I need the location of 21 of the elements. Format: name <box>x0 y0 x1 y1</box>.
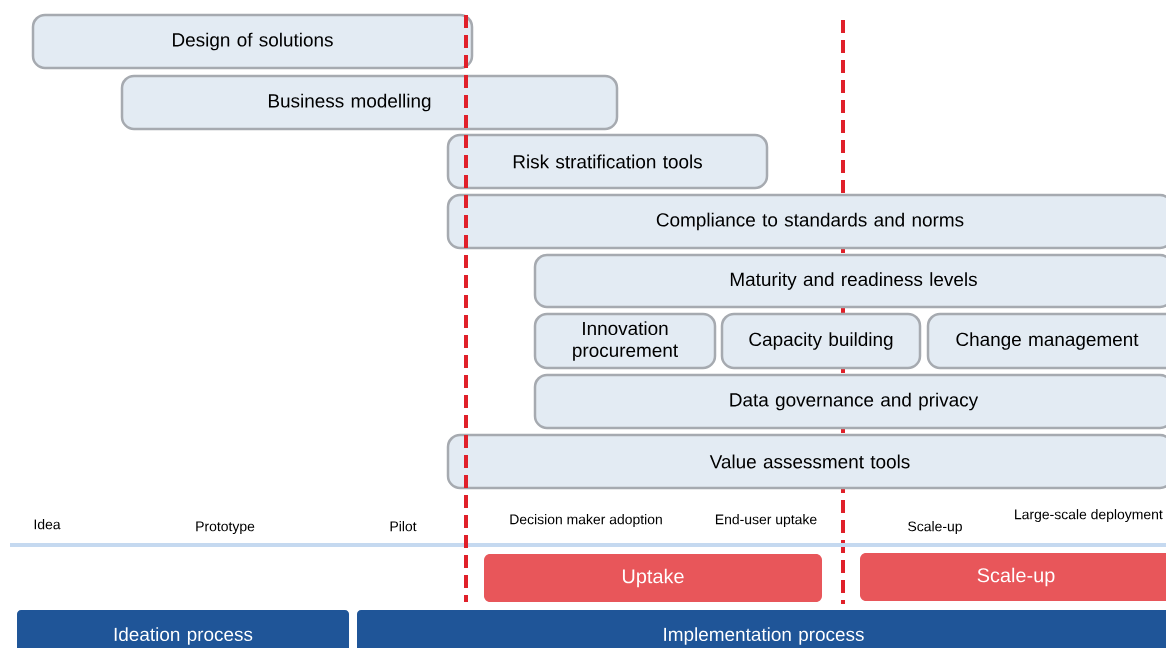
process-bar: Ideation process <box>17 610 349 648</box>
stage-label: Decision maker adoption <box>510 514 662 528</box>
stage-label: Large-scale deployment <box>1015 509 1163 523</box>
process-bar: Implementation process <box>357 610 1166 648</box>
rounded-box: Value assessment tools <box>446 433 1166 490</box>
rounded-box: Risk stratification tools <box>446 133 769 190</box>
rounded-box: Data governance and privacy <box>533 373 1166 430</box>
rounded-box: Maturity and readiness levels <box>533 253 1166 309</box>
stage-label: Idea <box>34 519 61 530</box>
rounded-box: Compliance to standards and norms <box>446 193 1166 250</box>
rounded-box: Capacity building <box>720 312 922 370</box>
rounded-box: Change management <box>926 312 1166 370</box>
rounded-box: Design of solutions <box>31 13 474 70</box>
stage-label: End-user uptake <box>715 514 817 528</box>
rounded-box: Innovation procurement <box>533 312 717 370</box>
stage-box: Uptake <box>484 554 822 602</box>
stage-label: Prototype <box>196 521 255 535</box>
rounded-box: Business modelling <box>120 74 619 131</box>
stage-label: Scale-up <box>908 521 962 535</box>
stage-box: Scale-up <box>860 553 1166 601</box>
stage-label: Pilot <box>390 521 417 532</box>
